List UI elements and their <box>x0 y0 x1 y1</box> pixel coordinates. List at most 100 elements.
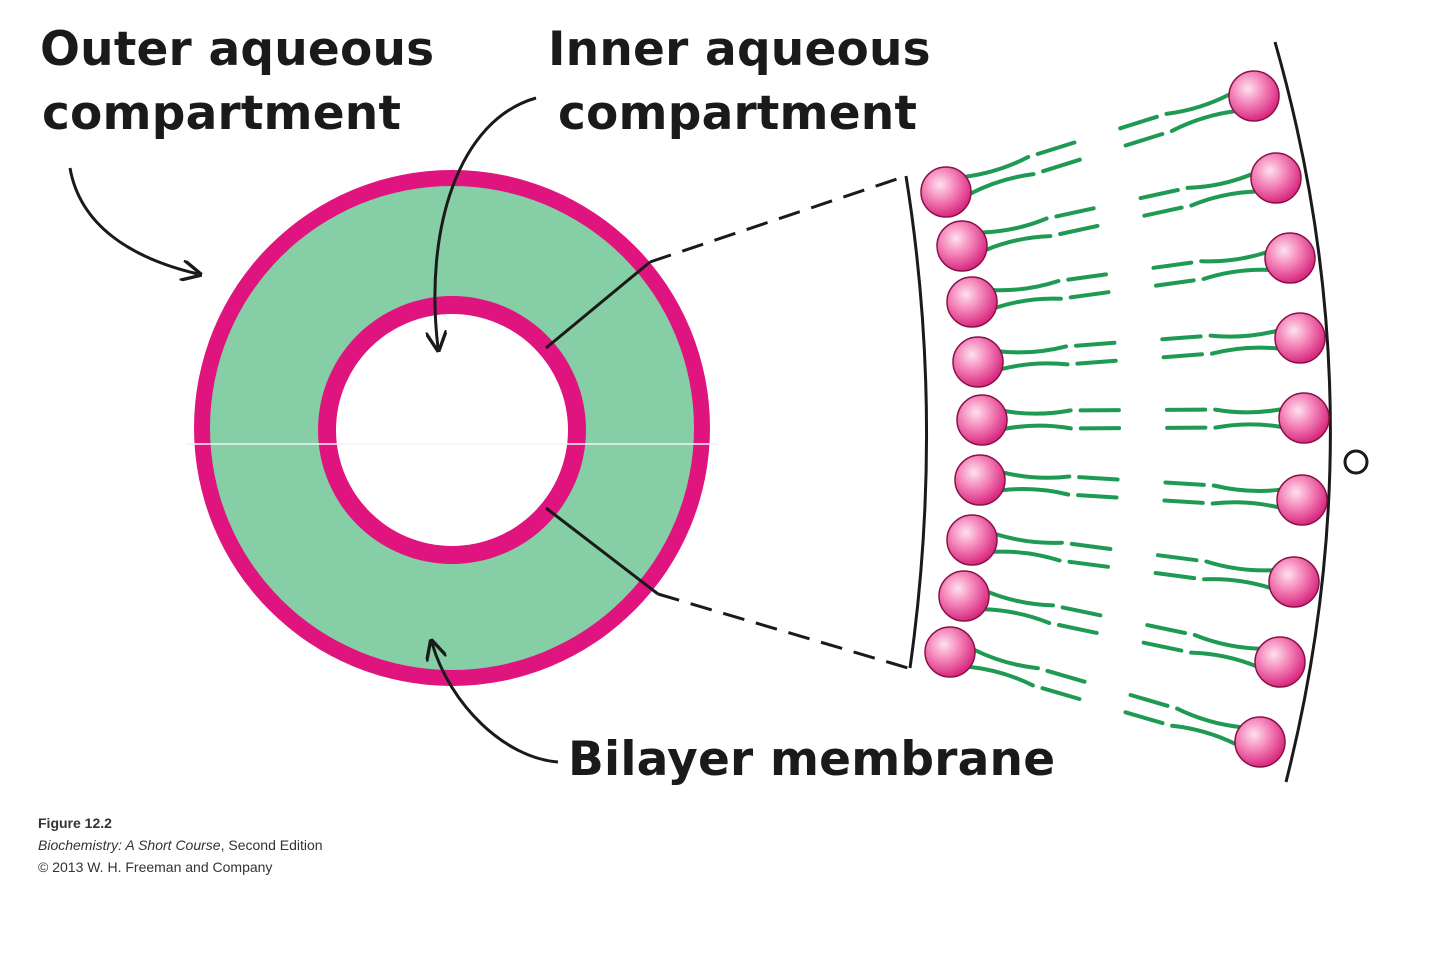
lipid-tail <box>1035 140 1077 156</box>
lipid-tail <box>1123 132 1165 148</box>
lipid-tail <box>999 487 1071 497</box>
inner-compartment-label: Inner aqueous compartment <box>548 18 931 146</box>
lipid-tail <box>1211 483 1283 493</box>
lipid-tail <box>1054 206 1096 219</box>
lipid-tail <box>1128 693 1170 708</box>
lipid-tail <box>990 549 1062 563</box>
lipid-tail <box>1162 498 1205 505</box>
lipid-tail <box>1189 189 1259 208</box>
lipid-tail <box>1185 171 1255 190</box>
lipid-head-icon <box>1234 716 1286 768</box>
wedge-outer-arc <box>1273 41 1332 783</box>
bilayer-arrow-icon <box>432 643 559 764</box>
lipid-tail <box>1169 109 1238 133</box>
lipid-tail <box>1145 623 1187 635</box>
lipid-head-icon <box>1274 312 1326 364</box>
lipid-head-icon <box>956 394 1008 446</box>
lipid-tail <box>1066 272 1108 282</box>
lipid-head-icon <box>1228 70 1280 122</box>
lipid-head-icon <box>1254 636 1306 688</box>
lipid-tail <box>1045 668 1087 684</box>
lipid-tail <box>1175 706 1244 730</box>
figure-number: Figure 12.2 <box>38 815 112 831</box>
lipid-head-icon <box>924 626 976 678</box>
figure-caption: Figure 12.2 Biochemistry: A Short Course… <box>38 812 323 878</box>
outer-compartment-label: Outer aqueous compartment <box>40 18 434 146</box>
lipid-tail <box>1189 650 1259 669</box>
wedge-dashed-top <box>649 174 907 264</box>
lipid-tail <box>1210 345 1281 356</box>
lipid-tail <box>1213 407 1284 415</box>
lipid-tail <box>1170 723 1239 747</box>
lipid-tail <box>1213 422 1285 430</box>
book-citation: Biochemistry: A Short Course, Second Edi… <box>38 834 323 856</box>
lipid-tail <box>1060 605 1103 618</box>
lipid-tail <box>1202 577 1273 591</box>
inner-label-line2: compartment <box>558 86 918 141</box>
lipid-head-icon <box>1264 232 1316 284</box>
lipid-tail <box>1057 623 1099 635</box>
lipid-tail <box>1210 500 1282 510</box>
lipid-head-icon <box>1276 474 1328 526</box>
lipid-tail <box>1138 188 1180 201</box>
liposome-cross-section <box>186 170 718 686</box>
lipid-tail <box>1154 278 1196 288</box>
inner-arrow-icon <box>435 96 537 348</box>
lipid-tail <box>1208 328 1280 339</box>
lipid-head-icon <box>1268 556 1320 608</box>
lipid-head-icon <box>946 514 998 566</box>
lipid-tail <box>1142 205 1184 218</box>
lipid-tail <box>1163 480 1206 487</box>
lipid-tail <box>1204 559 1276 573</box>
lipid-tail <box>1201 267 1272 281</box>
lipid-tail <box>1151 260 1194 270</box>
lipid-tail <box>1199 250 1269 264</box>
lipid-tail <box>993 296 1063 310</box>
wedge-inner-arc <box>904 175 929 669</box>
wedge-solid-top <box>545 260 651 350</box>
lipid-tail <box>1192 633 1263 651</box>
lipid-tail <box>981 607 1052 625</box>
lipid-tail <box>1164 92 1233 116</box>
lipid-tail <box>990 279 1061 293</box>
lipid-head-icon <box>954 454 1006 506</box>
lipid-tail <box>1040 686 1082 701</box>
lipid-tail <box>1076 493 1119 500</box>
bilayer-membrane-label: Bilayer membrane <box>568 732 1056 787</box>
lipid-tail <box>1075 358 1118 366</box>
lipid-head-icon <box>920 166 972 218</box>
lipid-tail <box>1156 553 1199 563</box>
outer-arrow-icon <box>68 167 198 274</box>
lipid-tail <box>993 531 1064 545</box>
lipid-tail <box>1153 571 1197 581</box>
lipid-tail <box>967 172 1036 196</box>
lipid-head-icon <box>952 336 1004 388</box>
lipid-head-icon <box>1278 392 1330 444</box>
zoom-wedge <box>545 41 1369 783</box>
inner-aqueous-compartment <box>336 314 568 546</box>
wedge-solid-bottom <box>545 506 659 596</box>
lipid-tail <box>966 664 1035 688</box>
lipid-tail <box>1058 223 1100 236</box>
lipid-tail <box>1069 541 1113 551</box>
outer-label-line1: Outer aqueous <box>40 22 435 77</box>
lipid-tail <box>1077 475 1120 482</box>
lipid-tail <box>1160 334 1203 342</box>
book-title: Biochemistry: A Short Course <box>38 837 221 853</box>
lipid-tail <box>1161 352 1204 360</box>
phospholipid-bilayer <box>920 70 1330 768</box>
lipid-tail <box>998 361 1070 372</box>
lipid-tail <box>983 234 1053 253</box>
lipid-tail <box>1074 340 1117 348</box>
lipid-head-icon <box>946 276 998 328</box>
lipid-tail <box>1001 408 1073 416</box>
lipid-tail <box>997 344 1068 355</box>
outer-label-line2: compartment <box>42 86 402 141</box>
lipid-tail <box>1041 157 1082 174</box>
wedge-dashed-bottom <box>657 592 909 670</box>
lipid-tail <box>979 216 1049 235</box>
lipid-tail <box>1123 710 1165 726</box>
inner-label-line1: Inner aqueous <box>548 22 931 77</box>
lipid-tail <box>1067 559 1110 569</box>
lipid-tail <box>1118 114 1159 131</box>
